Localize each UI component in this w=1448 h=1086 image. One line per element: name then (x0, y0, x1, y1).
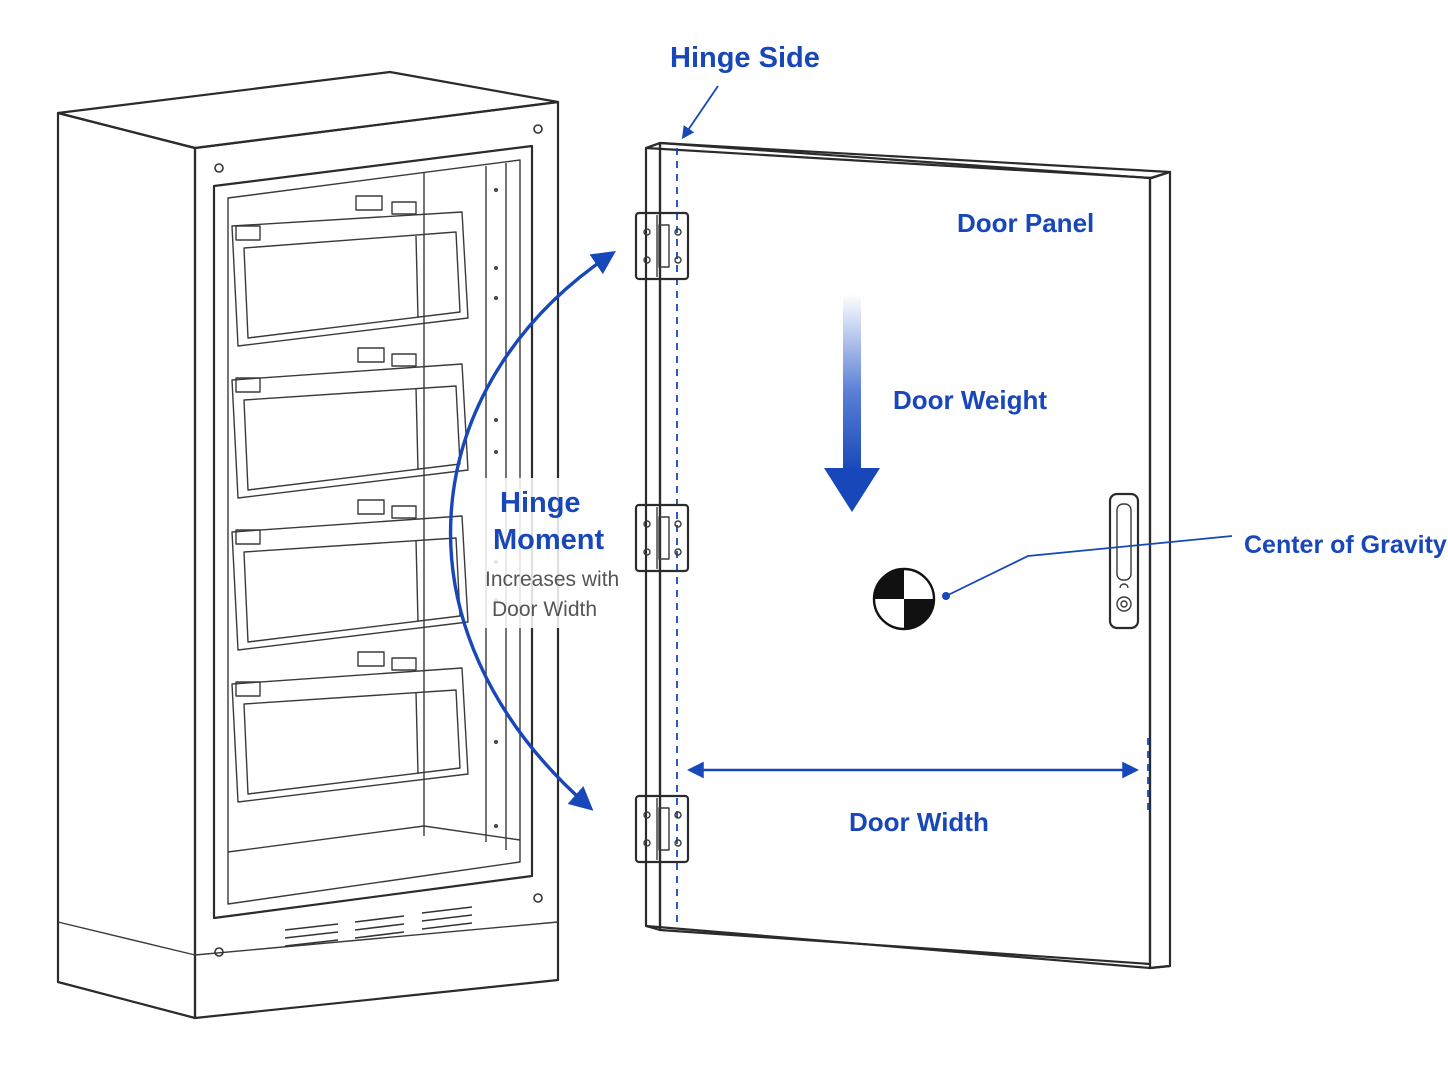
hinge-moment-label-line2: Moment (493, 524, 605, 556)
cabinet-interior (227, 159, 521, 905)
door-panel-label: Door Panel (957, 208, 1094, 238)
cabinet-plinth-line (57, 921, 559, 956)
battery-module (231, 651, 469, 803)
cabinet-front-face (193, 100, 560, 1020)
screw-icon (533, 893, 543, 903)
door-weight-arrow (824, 294, 880, 512)
hinge-side-leader (681, 85, 719, 140)
screw-icon (214, 163, 224, 173)
door-bottom-edge (645, 924, 1171, 970)
cabinet-top-face (56, 70, 560, 150)
cabinet-side-face (56, 111, 197, 1020)
door-width-label: Door Width (849, 807, 989, 837)
center-of-gravity-leader (945, 535, 1233, 597)
hinge-icon (634, 503, 690, 573)
hinge-icon (634, 211, 690, 281)
hinge-moment-note-line2: Door Width (492, 598, 597, 621)
hinge-side-label: Hinge Side (670, 42, 820, 74)
hinge-moment-label-backdrop (472, 478, 626, 628)
door-free-edge (1148, 170, 1172, 970)
battery-module (231, 347, 469, 499)
cabinet-opening-frame (212, 144, 534, 920)
interior-floor-line (227, 825, 521, 853)
center-of-gravity-leader-dot (942, 592, 950, 600)
hinge-moment-arrow (448, 251, 616, 811)
door (634, 141, 1172, 970)
hinge-moment-label-line1: Hinge (500, 487, 581, 519)
checkered-circle-icon (872, 567, 936, 631)
hinge-icon (634, 794, 690, 864)
door-weight-label: Door Weight (893, 385, 1047, 415)
door-handle-icon (1108, 492, 1140, 630)
center-of-gravity-label: Center of Gravity (1244, 531, 1447, 559)
hinge-moment-note-line1: Increases with (485, 568, 619, 591)
screw-icon (533, 124, 543, 134)
door-panel-face (658, 141, 1152, 966)
battery-module (231, 195, 469, 347)
screw-icon (214, 947, 224, 957)
vent-slots (284, 906, 473, 947)
battery-module (231, 499, 469, 651)
